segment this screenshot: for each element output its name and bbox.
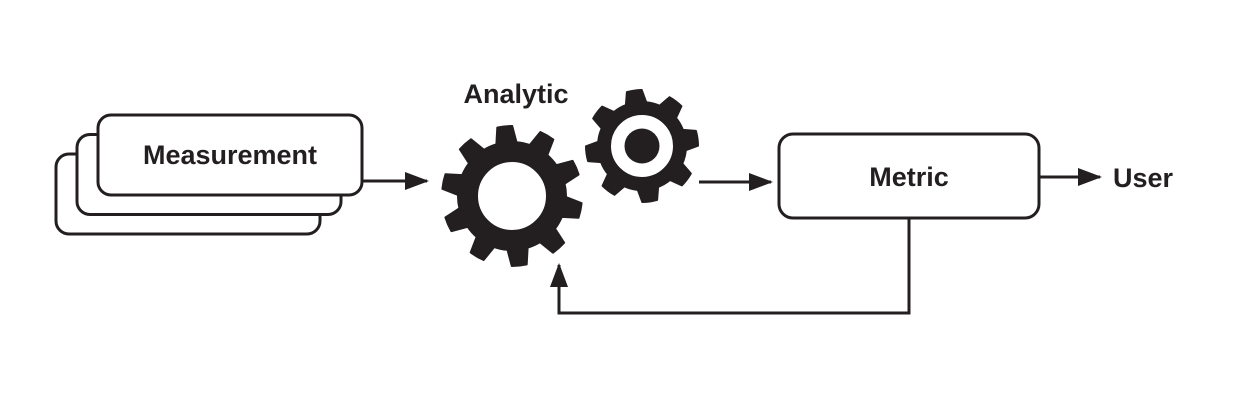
node-metric: Metric [777,132,1041,220]
node-analytic: Analytic [441,79,699,268]
gear-small-icon [585,89,699,203]
analytic-label: Analytic [463,79,568,109]
node-measurement: Measurement [54,113,364,236]
measurement-card-front [96,113,364,197]
gear-large-icon [441,124,583,268]
measurement-label: Measurement [143,140,317,170]
user-label: User [1113,163,1174,193]
edge-feedback-metric-to-analytic [550,218,911,315]
gear-small-hub-dot-icon [624,128,660,164]
metric-label: Metric [869,162,949,192]
